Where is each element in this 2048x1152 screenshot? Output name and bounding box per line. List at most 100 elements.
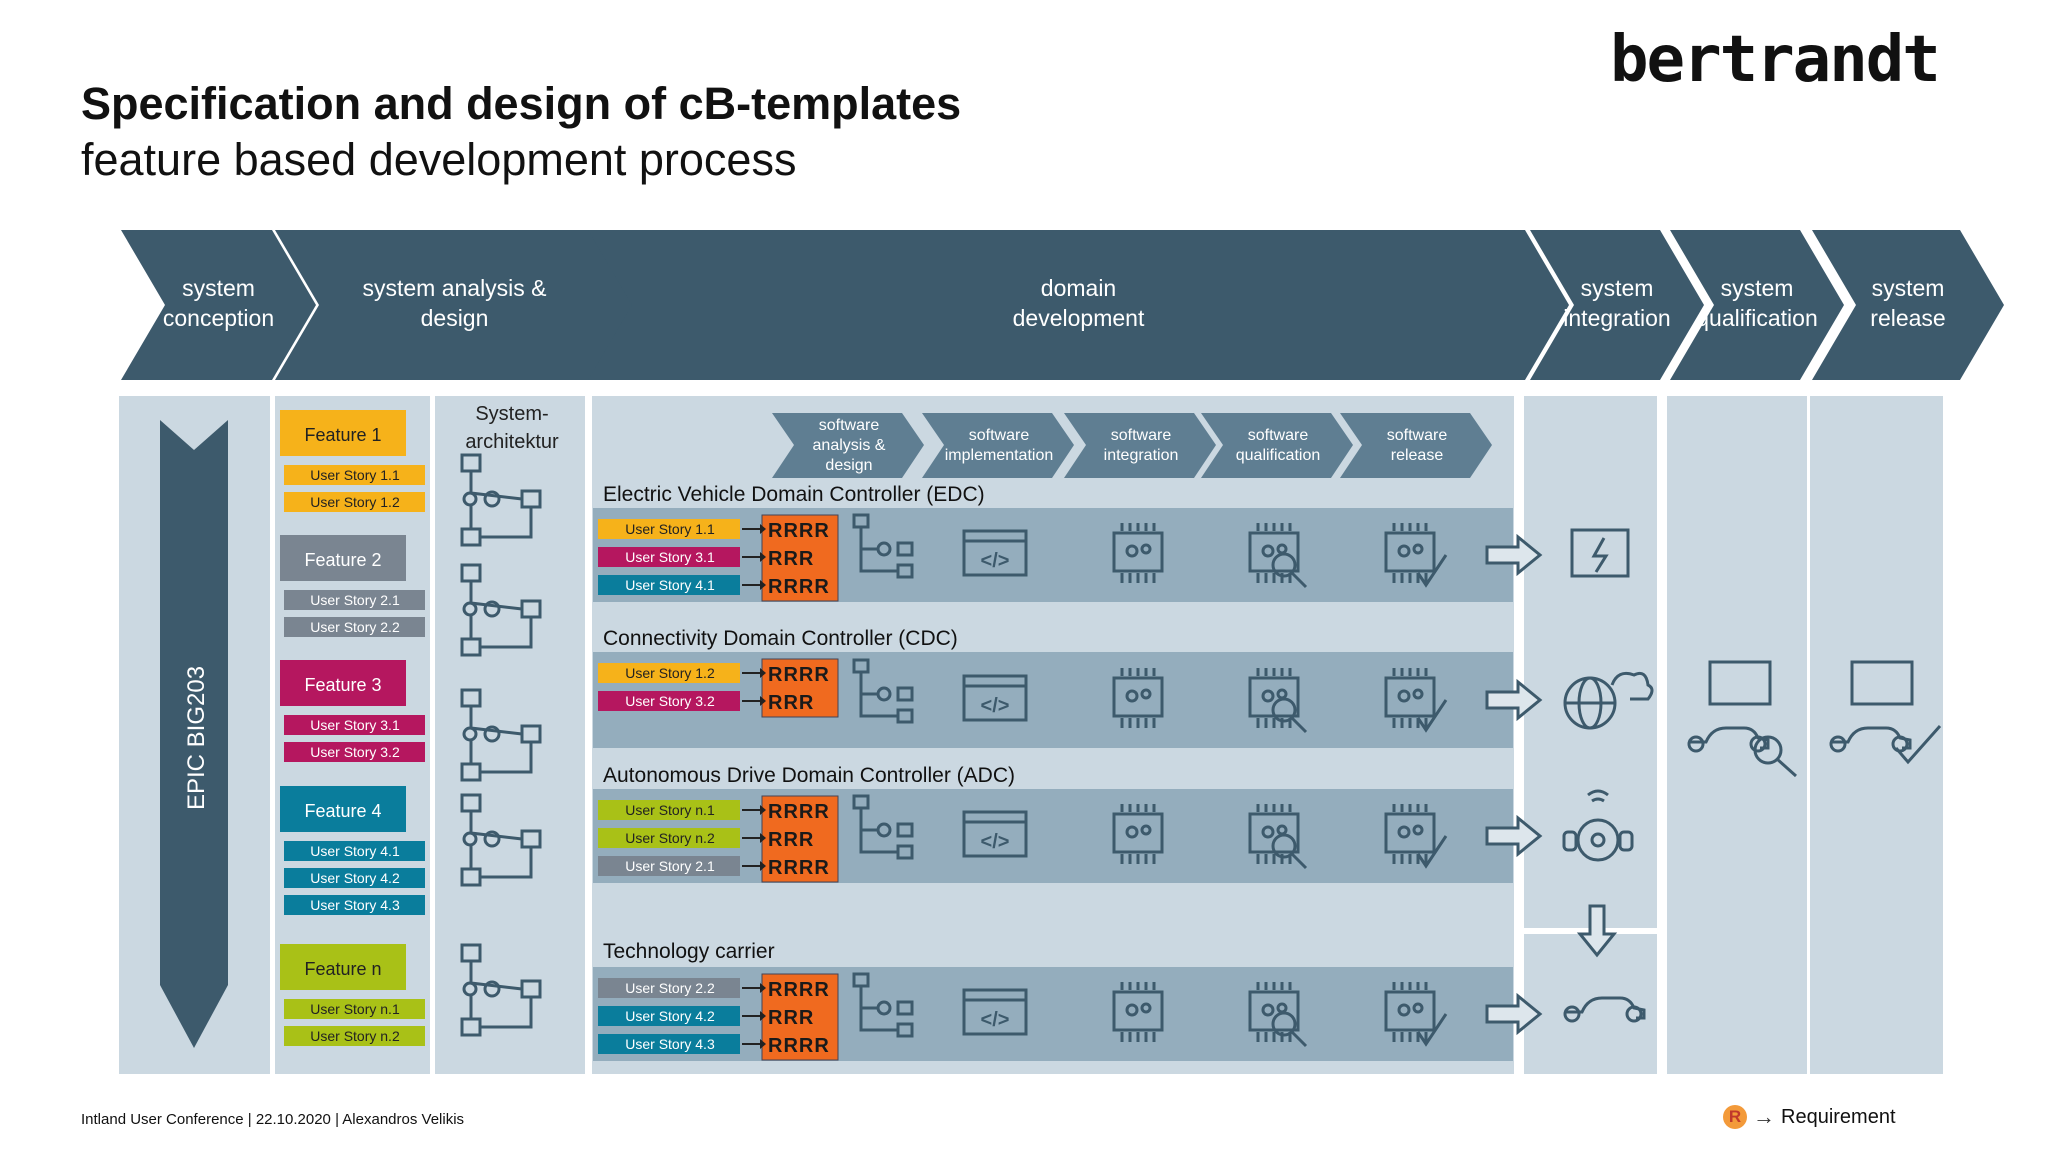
code-glyph: </> — [981, 831, 1010, 853]
user-story-label: User Story 4.1 — [310, 843, 400, 859]
chip-detail — [1412, 824, 1424, 836]
chip-detail — [1397, 544, 1411, 558]
feature-label: Feature 4 — [304, 801, 381, 821]
code-window — [962, 529, 1028, 577]
chip-check-icon — [1384, 804, 1448, 869]
phase-label: release — [1870, 305, 1945, 331]
phase-separator — [1663, 228, 1713, 382]
user-story-label: User Story 4.2 — [310, 870, 400, 886]
sw-phase-label: integration — [1104, 447, 1179, 464]
phase-label: system — [1872, 275, 1945, 301]
sw-phase-label: software — [1111, 427, 1172, 444]
chip-detail — [1261, 825, 1275, 839]
user-story-label: User Story 1.1 — [310, 467, 400, 483]
phase-separator — [1963, 228, 2013, 382]
user-story-tag — [284, 742, 425, 762]
chip-check-icon — [1384, 668, 1448, 733]
wifi-signal — [1587, 789, 1609, 803]
chip-detail — [1412, 543, 1424, 555]
arrow-head — [760, 552, 766, 562]
magnifier-handle — [1290, 716, 1308, 734]
chip-inspect-icon — [1248, 523, 1308, 589]
sw-phase-label: software — [969, 427, 1030, 444]
feature-box — [280, 535, 406, 581]
requirements-label: RRR — [768, 1007, 814, 1029]
user-story-label: User Story 4.3 — [310, 897, 400, 913]
domain-band — [593, 508, 1513, 602]
phase-label: system — [182, 275, 255, 301]
flow-line — [859, 549, 898, 573]
car-wheel — [1625, 1005, 1643, 1023]
magnifier — [1271, 697, 1297, 723]
user-story-label: User Story 3.1 — [310, 717, 400, 733]
requirements-label: RRRR — [768, 664, 830, 686]
integration-arrow — [1485, 533, 1543, 577]
chip-icon — [1112, 668, 1164, 728]
arrow-head — [760, 668, 766, 678]
chip-detail — [1140, 1002, 1152, 1014]
user-story-label: User Story 2.1 — [625, 858, 715, 874]
domain-title: Technology carrier — [603, 940, 775, 963]
chip-detail — [1140, 543, 1152, 555]
user-story-label: User Story 4.2 — [625, 1008, 715, 1024]
domain-band — [593, 789, 1513, 883]
chip-body — [1384, 676, 1436, 718]
requirements-label: RRRR — [768, 857, 830, 879]
chip-icon — [1112, 523, 1164, 583]
chip-detail — [1140, 824, 1152, 836]
user-story-label: User Story n.1 — [625, 802, 715, 818]
phase-chevron — [1670, 230, 1844, 380]
feature-box — [280, 786, 406, 832]
user-story-label: User Story 2.2 — [310, 619, 400, 635]
user-story-tag — [598, 691, 740, 711]
flow-node — [483, 980, 501, 998]
arrow-head — [760, 696, 766, 706]
feature-label: Feature n — [304, 959, 381, 979]
phase-chevron — [1812, 230, 2004, 380]
code-icon: </> — [962, 988, 1028, 1036]
architecture-label: System- — [475, 403, 548, 425]
user-story-label: User Story 1.1 — [625, 521, 715, 537]
requirements-label: RRRR — [768, 1035, 830, 1057]
globe-cloud-icon — [1563, 671, 1654, 730]
magnifier — [1271, 833, 1297, 859]
cloud — [1610, 671, 1654, 701]
chip-detail — [1397, 1003, 1411, 1017]
flow-line — [469, 581, 523, 611]
flow-line — [469, 961, 523, 991]
chip-body — [1384, 990, 1436, 1032]
sw-phase-label: qualification — [1236, 447, 1321, 464]
flowchart-icon — [852, 972, 914, 1038]
requirements-label: RRR — [768, 692, 814, 714]
chip-detail — [1397, 825, 1411, 839]
charger-body — [1570, 528, 1630, 578]
user-story-tag — [598, 663, 740, 683]
user-story-tag — [284, 868, 425, 888]
flow-node — [896, 822, 914, 838]
arrow-head — [760, 1039, 766, 1049]
sw-phase-label: analysis & — [813, 437, 886, 454]
chip-inspect-icon — [1248, 804, 1308, 870]
car-wheel — [1563, 1005, 1581, 1023]
domain-title: Autonomous Drive Domain Controller (ADC) — [603, 764, 1015, 787]
user-story-label: User Story 2.2 — [625, 980, 715, 996]
phase-label: system — [1581, 275, 1654, 301]
phase-chevron — [588, 230, 1569, 380]
arrow-head — [760, 805, 766, 815]
wheel-rim — [1576, 818, 1620, 862]
user-story-label: User Story n.2 — [310, 1028, 400, 1044]
chip-icon — [1112, 804, 1164, 864]
car-display-check-icon — [1829, 660, 1942, 765]
footer-text: Intland User Conference | 22.10.2020 | A… — [81, 1111, 465, 1128]
domain-band — [593, 967, 1513, 1061]
chip-detail — [1140, 688, 1152, 700]
arrow-icon: → — [1753, 1104, 1775, 1129]
architecture-label: architektur — [465, 431, 559, 453]
user-story-tag — [284, 617, 425, 637]
code-icon: </> — [962, 674, 1028, 722]
code-glyph: </> — [981, 695, 1010, 717]
user-story-label: User Story n.1 — [310, 1001, 400, 1017]
user-story-tag — [284, 841, 425, 861]
chip-check-icon — [1384, 523, 1448, 588]
